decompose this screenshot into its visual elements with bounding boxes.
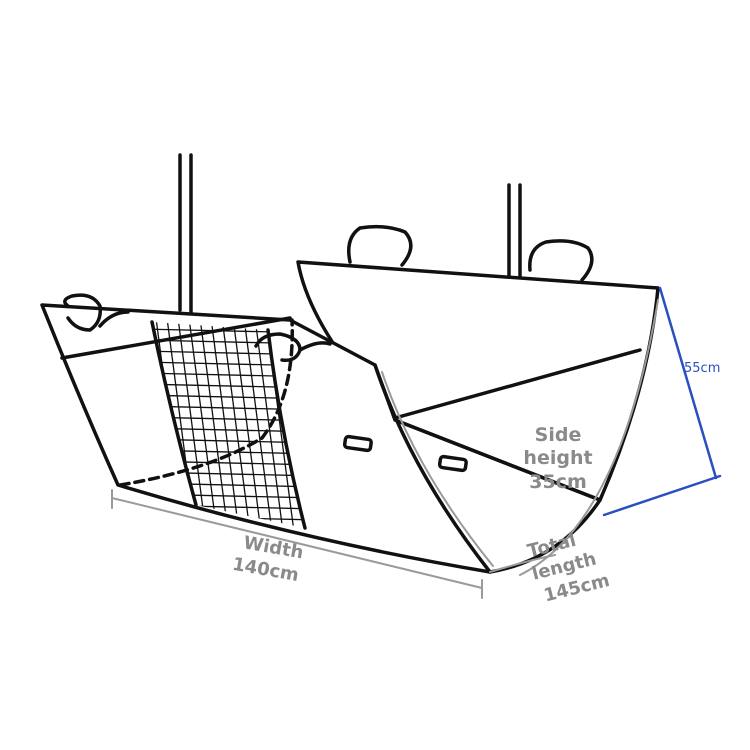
width-label: Width 140cm [231, 532, 305, 586]
mesh-line-vertical [243, 322, 273, 528]
hammock-body [40, 293, 602, 574]
mesh-right-edge [266, 328, 307, 530]
side-height-line-2: height [523, 447, 592, 469]
mesh-line-vertical [177, 322, 207, 528]
mesh-line-vertical [210, 322, 240, 528]
height-measure-base [602, 474, 722, 517]
rear-handle-left [347, 224, 413, 267]
front-handle-right [254, 332, 302, 363]
top-seam [60, 316, 292, 360]
front-handle-left-tail [98, 310, 130, 328]
side-height-line-3: 35cm [529, 471, 587, 493]
length-measure-line [519, 299, 659, 576]
width-measure-line [111, 497, 483, 589]
mesh-line-vertical [199, 322, 229, 528]
side-height-label: Side height 35cm [523, 424, 592, 493]
dimension-lines [111, 286, 722, 599]
back-panel-seam [393, 348, 642, 420]
side-flap-fold [381, 371, 494, 567]
side-height-line-1: Side [535, 424, 582, 446]
mesh-line-vertical [232, 322, 262, 528]
height-measure-line [658, 286, 718, 480]
total-length-label: Total length 145cm [525, 530, 611, 607]
rear-handle-right [528, 239, 594, 282]
belt-slot-left [342, 434, 373, 453]
hammock-outline [40, 303, 492, 574]
hidden-contour [118, 318, 294, 487]
mesh-line-vertical [188, 322, 218, 528]
mesh-left-edge [150, 320, 198, 507]
front-handle-left [63, 293, 103, 332]
front-handle-right-tail [298, 341, 332, 352]
belt-slot-right [437, 454, 468, 473]
floor-right-edge [373, 363, 602, 574]
measure-55-label: 55cm [684, 361, 720, 376]
mesh-line-vertical [221, 322, 251, 528]
